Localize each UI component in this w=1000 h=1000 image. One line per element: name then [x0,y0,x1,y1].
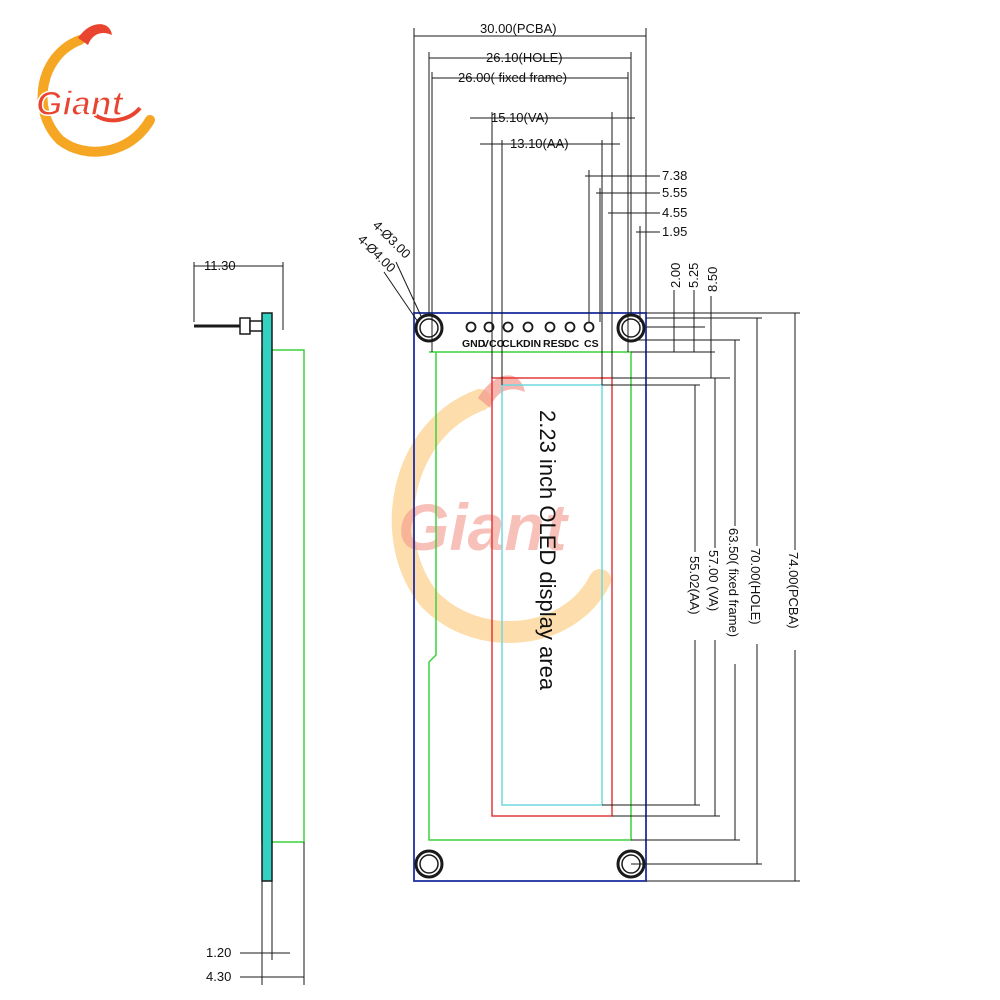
height-dimensions: 55.02(AA) 57.00 (VA) 63.50( fixed frame)… [602,312,801,882]
pin-label-cs: CS [584,338,599,350]
pin-pad [483,321,495,333]
pin-label-din: DIN [523,338,541,350]
pin-pad [564,321,576,333]
side-view: 11.30 1.20 4.30 [193,258,305,985]
dim-width-pcba: 30.00(PCBA) [480,21,557,36]
dim-width-hole: 26.10(HOLE) [486,50,563,65]
dim-height-pcba: 74.00(PCBA) [786,552,801,629]
vertical-offset-dimensions: 2.00 5.25 8.50 [612,263,730,379]
total-thickness-label: 4.30 [206,969,231,984]
pin-label-gnd: GND [462,338,486,350]
dim-total-thickness: 4.30 [206,969,304,984]
panel-thickness-label: 1.20 [206,945,231,960]
dim-panel-thickness: 1.20 [206,945,290,960]
dim-pin-offset-3: 4.55 [662,205,687,220]
pin-pad [583,321,595,333]
pin-pad [544,321,556,333]
dim-pin-offset-1: 7.38 [662,168,687,183]
side-pin-connector [194,317,263,335]
fish-swoosh-icon [37,24,155,157]
dim-width-va: 15.10(VA) [491,110,549,125]
display-area-label: 2.23 inch OLED display area [535,410,560,691]
side-width-label: 11.30 [204,258,236,273]
hole-size-labels: 4-Ø3.00 4-Ø4.00 [355,218,422,323]
pin-header: GND VCC CLK DIN RES DC CS [462,321,599,350]
giant-logo: Giant [35,24,155,157]
dim-height-fixed-frame: 63.50( fixed frame) [726,528,741,637]
dim-vertical-2: 5.25 [686,263,701,288]
dim-height-va: 57.00 (VA) [706,550,721,611]
dim-height-hole: 70.00(HOLE) [748,548,763,625]
dim-pin-offset-2: 5.55 [662,185,687,200]
top-dimensions: 30.00(PCBA) 26.10(HOLE) 26.00( fixed fra… [413,21,647,385]
dim-pin-offset-4: 1.95 [662,224,687,239]
watermark: Giant [391,375,611,643]
dim-side-width: 11.30 [193,258,284,330]
dim-height-aa: 55.02(AA) [687,556,702,615]
va-outline [491,377,613,817]
aa-outline [501,384,603,806]
pin-label-res: RES [543,338,565,350]
dim-vertical-1: 2.00 [668,263,683,288]
side-board [261,312,273,882]
pin-offset-dimensions: 7.38 5.55 4.55 1.95 [585,168,687,322]
pin-label-vcc: VCC [482,338,505,350]
pin-pad [522,321,534,333]
dim-vertical-3: 8.50 [705,267,720,292]
pin-label-clk: CLK [502,338,524,350]
logo-text: Giant [36,85,125,123]
dim-width-fixed-frame: 26.00( fixed frame) [458,70,567,85]
mounting-holes [414,313,646,879]
pin-label-dc: DC [564,338,580,350]
dim-width-aa: 13.10(AA) [510,136,569,151]
pin-pad [465,321,477,333]
pcba-outline [413,312,647,882]
pin-pad [502,321,514,333]
front-view: GND VCC CLK DIN RES DC CS 2.23 inch OLED… [355,21,801,882]
watermark-text: Giant [398,490,570,564]
